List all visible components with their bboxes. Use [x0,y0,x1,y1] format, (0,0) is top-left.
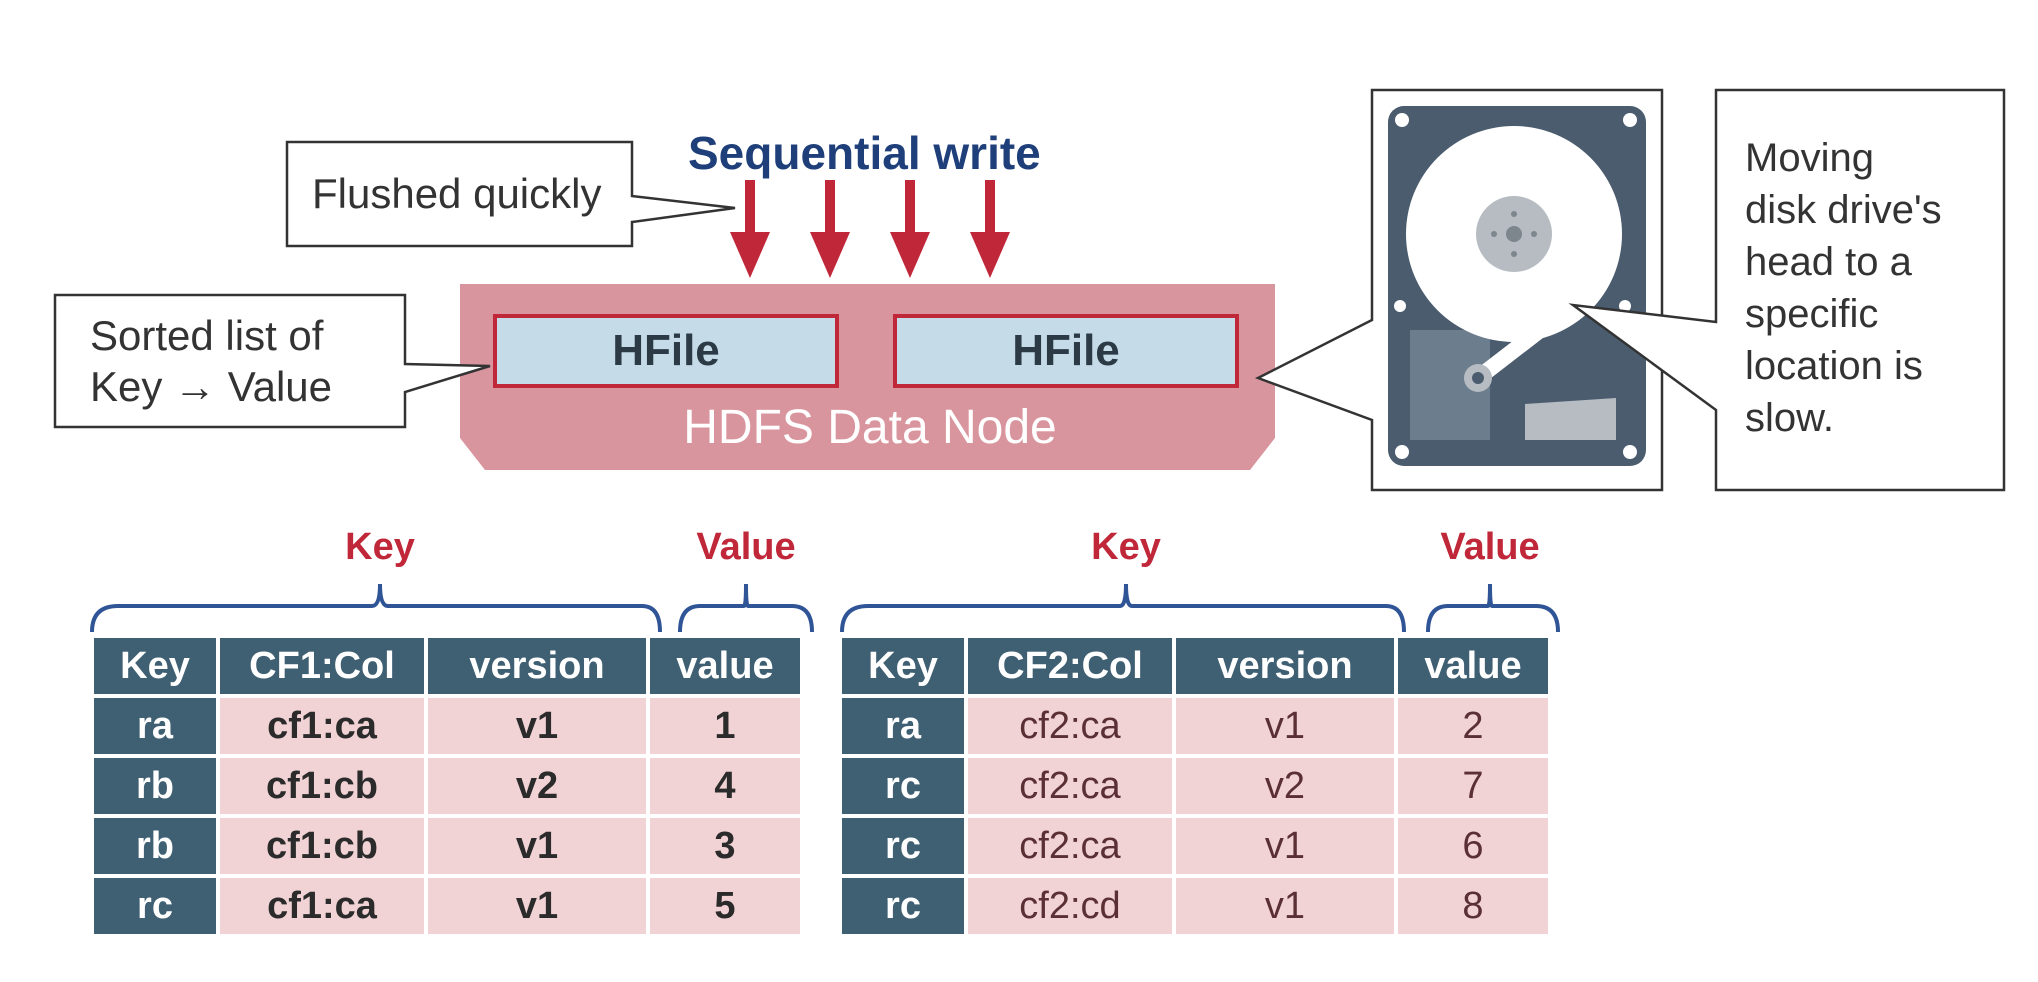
right-hfile-table: Key CF2:Col version value ra cf2:ca v1 2… [838,634,1552,938]
version-cell: v2 [1176,758,1394,814]
table-row: ra cf2:ca v1 2 [842,698,1548,754]
version-cell: v1 [428,698,646,754]
table-row: rc cf1:ca v1 5 [94,878,800,934]
hfile-label-left: HFile [612,326,720,375]
hfile-label-right: HFile [1012,326,1120,375]
row-key-cell: rc [842,758,964,814]
value-cell: 4 [650,758,800,814]
hdfs-data-node-label: HDFS Data Node [683,401,1057,454]
sequential-write-title: Sequential write [688,127,1041,179]
disk-note-line: Moving [1745,136,1874,180]
value-cell: 2 [1398,698,1548,754]
flushed-callout-text: Flushed quickly [312,170,602,217]
row-key-cell: rc [94,878,216,934]
left-hfile-table: Key CF1:Col version value ra cf1:ca v1 1… [90,634,804,938]
column-cell: cf2:ca [968,698,1172,754]
row-key-cell: rc [842,818,964,874]
column-cell: cf1:ca [220,698,424,754]
table-row: rb cf1:cb v2 4 [94,758,800,814]
value-cell: 8 [1398,878,1548,934]
disk-note-line: slow. [1745,396,1834,440]
column-header: version [1176,638,1394,694]
column-header: CF1:Col [220,638,424,694]
brace-shapes [90,583,1560,633]
left-key-brace-label: Key [345,526,415,568]
column-cell: cf1:cb [220,818,424,874]
column-cell: cf2:ca [968,758,1172,814]
column-header: CF2:Col [968,638,1172,694]
disk-note-text: Moving disk drive's head to a specific l… [1745,132,1942,444]
sorted-callout-line-1: Sorted list of [90,312,324,359]
hfile-box-left [493,314,839,388]
version-cell: v2 [428,758,646,814]
column-cell: cf2:ca [968,818,1172,874]
hard-disk-icon [1388,106,1646,466]
table-row: rb cf1:cb v1 3 [94,818,800,874]
row-key-cell: ra [842,698,964,754]
value-cell: 6 [1398,818,1548,874]
table-row: ra cf1:ca v1 1 [94,698,800,754]
value-cell: 5 [650,878,800,934]
column-header: Key [94,638,216,694]
value-cell: 3 [650,818,800,874]
disk-note-line: disk drive's [1745,188,1942,232]
hfile-box-right [893,314,1239,388]
sorted-callout-text: Sorted list of Key → Value [90,310,332,412]
table-row: rc cf2:ca v2 7 [842,758,1548,814]
version-cell: v1 [1176,698,1394,754]
column-cell: cf1:cb [220,758,424,814]
row-key-cell: ra [94,698,216,754]
value-cell: 1 [650,698,800,754]
row-key-cell: rb [94,818,216,874]
disk-note-callout-shape [1568,88,2006,492]
sorted-callout-shape [53,293,491,429]
version-cell: v1 [428,878,646,934]
disk-note-line: head to a [1745,240,1912,284]
disk-note-line: specific [1745,292,1879,336]
column-header: value [1398,638,1548,694]
table-header-row: Key CF1:Col version value [94,638,800,694]
value-cell: 7 [1398,758,1548,814]
disk-note-line: location is [1745,344,1923,388]
sorted-callout-line-2: Key → Value [90,363,333,410]
flushed-callout-shape [285,140,736,248]
column-header: Key [842,638,964,694]
column-header: version [428,638,646,694]
version-cell: v1 [428,818,646,874]
column-cell: cf2:cd [968,878,1172,934]
table-row: rc cf2:ca v1 6 [842,818,1548,874]
version-cell: v1 [1176,878,1394,934]
down-arrow-icon [730,180,1010,278]
right-key-brace-label: Key [1091,526,1161,568]
row-key-cell: rc [842,878,964,934]
version-cell: v1 [1176,818,1394,874]
row-key-cell: rb [94,758,216,814]
table-header-row: Key CF2:Col version value [842,638,1548,694]
right-value-brace-label: Value [1440,526,1540,568]
column-header: value [650,638,800,694]
left-value-brace-label: Value [696,526,796,568]
table-row: rc cf2:cd v1 8 [842,878,1548,934]
column-cell: cf1:ca [220,878,424,934]
